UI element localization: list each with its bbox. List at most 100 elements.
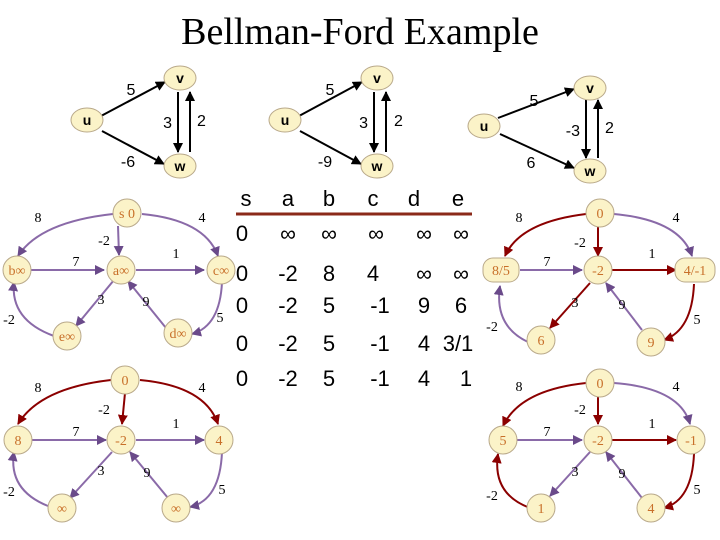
node-e-label: 6 [538,334,545,349]
node-e [526,493,556,523]
edge-s-a [117,392,128,425]
node-e [52,321,82,351]
table-cell: ∞ [280,221,296,246]
node-v [163,65,197,91]
weight-d-a: 9 [144,466,151,481]
edge-u-v [100,81,166,117]
small-graph-1: u v w 5 3 2 -6 [70,65,206,179]
node-v [573,75,607,101]
edge-a-e [69,451,113,499]
weight-s-a: -2 [574,236,586,251]
weight-c-d: 5 [217,311,224,326]
node-e [47,493,77,523]
node-d-label: 4 [648,502,655,517]
edge-e-b [7,451,49,507]
weight-u-v: 5 [127,82,136,99]
node-w [163,153,197,179]
weight-s-b: 8 [35,211,42,226]
edge-d-a [605,282,643,331]
table-cell: -2 [278,366,298,391]
edge-s-a [113,225,124,256]
weight-s-b: 8 [516,380,523,395]
weight-c-d: 5 [219,483,226,498]
node-d-label: ∞ [171,502,181,517]
weight-c-d: 5 [694,483,701,498]
node-a-label: -2 [115,434,127,449]
graph-initial: s 0 a∞ b∞ c∞ d∞ e∞ 8 -2 4 7 1 3 -2 9 5 [2,198,236,351]
node-s [112,198,142,228]
weight-a-c: 1 [649,247,656,262]
edge-c-d [191,281,223,337]
table-cell: 0 [236,293,248,318]
weight-s-a: -2 [574,403,586,418]
edge-u-w [299,130,362,165]
weight-v-w: 3 [359,115,368,132]
node-d [163,318,193,348]
table-header-d: d [408,186,420,211]
edge-u-w [499,133,575,169]
node-a-label: -2 [592,434,604,449]
weight-v-w: -3 [566,123,580,140]
edge-s-c [613,382,693,425]
node-u [268,107,302,133]
edge-a-e [549,451,591,497]
distance-table: s a b c d e 0 ∞ ∞ ∞ ∞ ∞ 0 -2 8 4 ∞ ∞ 0 -… [236,186,473,391]
table-header-c: c [368,186,379,211]
weight-b-a: 7 [544,255,551,270]
edge-s-b [17,379,112,425]
table-cell: 9 [418,293,430,318]
graph-iteration-1: 0 -2 8 4 ∞ ∞ 8 -2 4 7 1 3 -2 9 5 [3,365,234,523]
weight-e-b: -2 [3,313,15,328]
edge-e-b [493,285,529,343]
node-u [70,107,104,133]
node-w-label: w [371,158,383,174]
weight-u-w: 6 [527,155,536,172]
node-c-label: 4/-1 [684,264,707,279]
table-cell: 3/1 [443,331,474,356]
edge-s-b [504,213,587,257]
node-b-label: 8 [15,434,22,449]
node-u [467,113,501,139]
graph-iteration-2: 0 -2 8/5 4/-1 9 6 8 -2 4 7 1 3 -2 9 5 [482,198,716,357]
edge-s-c [613,213,694,257]
weight-s-c: 4 [673,211,680,226]
node-b [482,257,520,283]
node-a-label: -2 [592,264,604,279]
edge-d-a [605,451,643,499]
edge-d-a [127,280,167,329]
weight-b-a: 7 [544,425,551,440]
edge-u-w [101,130,165,165]
edge-c-d [663,283,695,342]
weight-s-a: -2 [98,234,110,249]
table-cell: 8 [323,261,335,286]
weight-e-b: -2 [3,485,15,500]
weight-a-e: 3 [98,293,105,308]
graph-final: 0 -2 5 -1 4 1 8 -2 4 7 1 3 -2 9 5 [486,368,706,523]
table-cell: 0 [236,331,248,356]
table-header-e: e [452,186,464,211]
node-c [676,425,706,455]
node-c-label: -1 [685,434,697,449]
slide-title: Bellman-Ford Example [181,11,539,53]
node-d-label: 9 [648,336,655,351]
small-graph-2: u v w 5 3 2 -9 [268,65,403,179]
table-cell: -2 [278,293,298,318]
node-s-label: s 0 [119,207,135,222]
edge-e-b [491,453,531,509]
weight-v-w: 3 [163,115,172,132]
table-cell: ∞ [321,221,337,246]
table-cell: 0 [236,261,248,286]
node-a [583,255,613,285]
node-u-label: u [281,112,290,128]
edge-s-b [17,213,114,257]
node-a [583,425,613,455]
weight-a-c: 1 [173,247,180,262]
node-v-label: v [373,70,381,86]
node-b-label: b∞ [9,264,26,279]
weight-s-b: 8 [35,381,42,396]
table-cell: ∞ [453,261,469,286]
weight-u-v: 5 [326,82,335,99]
node-d [636,493,666,523]
table-cell: ∞ [416,221,432,246]
